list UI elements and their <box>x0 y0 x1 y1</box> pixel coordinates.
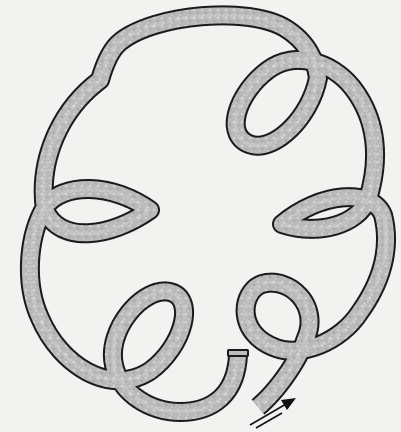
rope-body <box>30 15 386 412</box>
rope <box>30 15 386 412</box>
rope-end <box>228 350 248 356</box>
